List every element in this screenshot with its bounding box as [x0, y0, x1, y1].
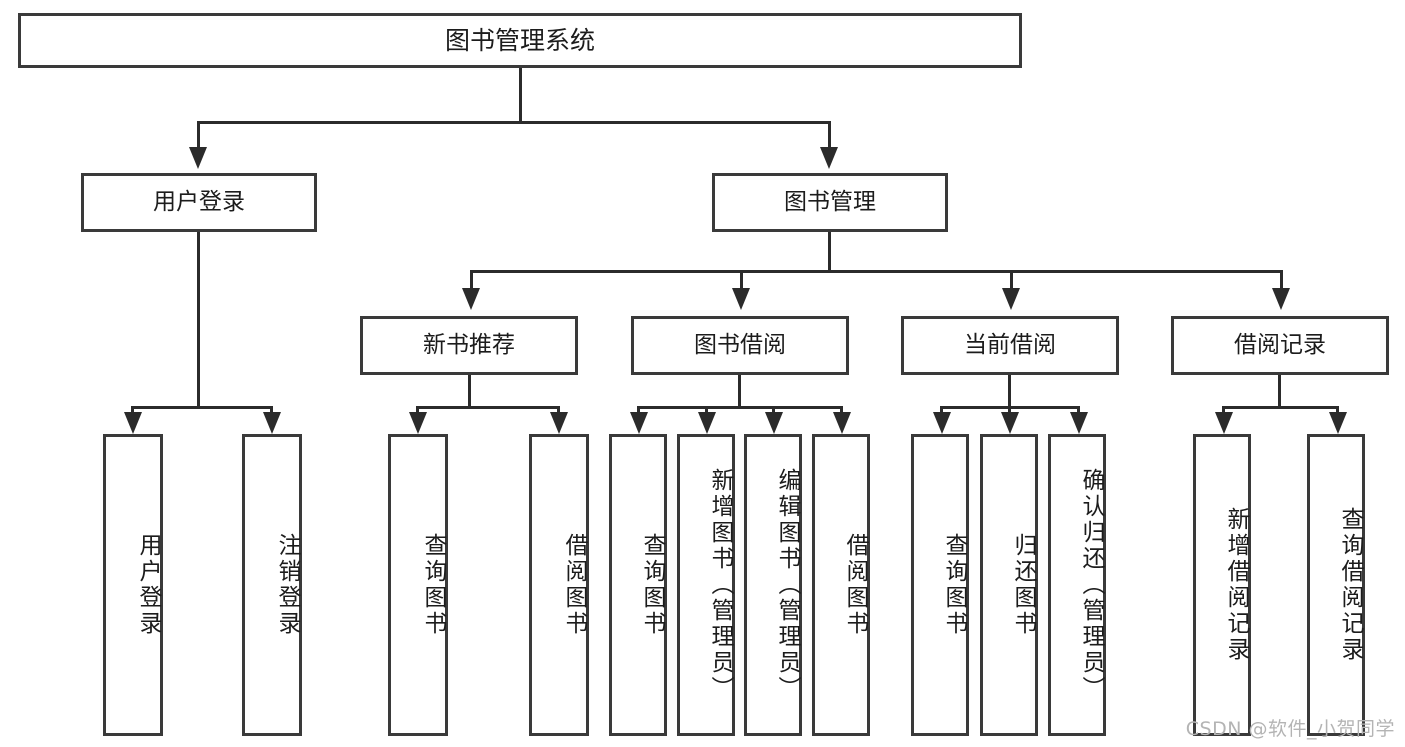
connector-book-borrow-branch-4 — [840, 406, 843, 416]
arrowhead-icon-current-borrow — [1002, 288, 1020, 310]
node-book-borrow[interactable]: 图书借阅 — [631, 316, 849, 375]
leaf-current-borrow-confirm-return-admin[interactable]: 确认归还（管理员） — [1048, 434, 1106, 736]
connector-user-login-branch-1 — [131, 406, 134, 416]
connector-book-borrow-bus — [637, 406, 843, 409]
node-label: 注销登录 — [274, 533, 300, 637]
leaf-new-book-recommend-borrow-book[interactable]: 借阅图书 — [529, 434, 589, 736]
csdn-watermark: CSDN @软件_小贺同学 — [1185, 718, 1395, 740]
node-label: 借阅图书 — [561, 533, 587, 637]
connector-current-borrow-stem — [1008, 375, 1011, 406]
connector-to-current-borrow — [1010, 270, 1013, 290]
arrowhead-icon-borrow-record — [1272, 288, 1290, 310]
connector-current-borrow-branch-3 — [1077, 406, 1080, 416]
node-label: 图书管理系统 — [444, 25, 595, 55]
connector-current-borrow-branch-1 — [940, 406, 943, 416]
node-label: 用户登录 — [135, 533, 161, 637]
leaf-book-borrow-query-book[interactable]: 查询图书 — [609, 434, 667, 736]
connector-user-login-bus — [131, 406, 273, 409]
node-root-book-management-system[interactable]: 图书管理系统 — [18, 13, 1022, 68]
leaf-new-book-recommend-query-book[interactable]: 查询图书 — [388, 434, 448, 736]
arrowhead-icon-user-login-leaf-2 — [263, 412, 281, 434]
connector-new-book-recommend-stem — [468, 375, 471, 406]
leaf-user-login-login[interactable]: 用户登录 — [103, 434, 163, 736]
node-label: 查询借阅记录 — [1337, 507, 1363, 663]
connector-book-borrow-stem — [738, 375, 741, 406]
leaf-book-borrow-edit-book-admin[interactable]: 编辑图书（管理员） — [744, 434, 802, 736]
arrowhead-icon-book-borrow-leaf-1 — [630, 412, 648, 434]
arrowhead-icon-new-book-recommend — [462, 288, 480, 310]
connector-root-to-user-login — [197, 121, 200, 149]
leaf-borrow-record-add-record[interactable]: 新增借阅记录 — [1193, 434, 1251, 736]
connector-book-borrow-branch-1 — [637, 406, 640, 416]
node-label: 编辑图书（管理员） — [774, 468, 800, 702]
node-current-borrow[interactable]: 当前借阅 — [901, 316, 1119, 375]
node-label: 图书管理 — [784, 188, 876, 215]
node-user-login[interactable]: 用户登录 — [81, 173, 317, 232]
arrowhead-icon-current-borrow-leaf-1 — [933, 412, 951, 434]
connector-root-to-book-management — [828, 121, 831, 149]
node-label: 图书借阅 — [694, 331, 786, 358]
connector-borrow-record-branch-2 — [1336, 406, 1339, 416]
node-label: 当前借阅 — [964, 331, 1056, 358]
arrowhead-icon-book-borrow-leaf-2 — [698, 412, 716, 434]
arrowhead-icon-book-borrow-leaf-4 — [833, 412, 851, 434]
connector-new-book-recommend-branch-2 — [557, 406, 560, 416]
node-borrow-record[interactable]: 借阅记录 — [1171, 316, 1389, 375]
arrowhead-icon-current-borrow-leaf-3 — [1070, 412, 1088, 434]
connector-book-borrow-branch-2 — [705, 406, 708, 416]
connector-root-bus — [197, 121, 831, 124]
arrowhead-icon-book-borrow-leaf-3 — [765, 412, 783, 434]
arrowhead-icon-current-borrow-leaf-2 — [1001, 412, 1019, 434]
arrowhead-icon-borrow-record-leaf-2 — [1329, 412, 1347, 434]
connector-root-stem — [519, 68, 522, 121]
connector-to-new-book-recommend — [470, 270, 473, 290]
node-label: 借阅图书 — [842, 533, 868, 637]
connector-book-management-stem — [828, 232, 831, 270]
connector-level3-bus — [470, 270, 1283, 273]
connector-to-book-borrow — [740, 270, 743, 290]
connector-current-borrow-branch-2 — [1008, 406, 1011, 416]
node-label: 查询图书 — [941, 533, 967, 637]
connector-new-book-recommend-bus — [416, 406, 560, 409]
node-label: 查询图书 — [639, 533, 665, 637]
leaf-book-borrow-add-book-admin[interactable]: 新增图书（管理员） — [677, 434, 735, 736]
node-label: 借阅记录 — [1234, 331, 1326, 358]
connector-borrow-record-branch-1 — [1222, 406, 1225, 416]
arrowhead-icon-borrow-record-leaf-1 — [1215, 412, 1233, 434]
leaf-borrow-record-query-record[interactable]: 查询借阅记录 — [1307, 434, 1365, 736]
node-book-management[interactable]: 图书管理 — [712, 173, 948, 232]
connector-borrow-record-stem — [1278, 375, 1281, 406]
connector-new-book-recommend-branch-1 — [416, 406, 419, 416]
arrowhead-icon-user-login-leaf-1 — [124, 412, 142, 434]
connector-user-login-stem — [197, 232, 200, 406]
node-label: 新增借阅记录 — [1223, 507, 1249, 663]
node-label: 查询图书 — [420, 533, 446, 637]
node-label: 归还图书 — [1010, 533, 1036, 637]
leaf-current-borrow-return-book[interactable]: 归还图书 — [980, 434, 1038, 736]
node-label: 确认归还（管理员） — [1078, 468, 1104, 702]
node-label: 用户登录 — [153, 188, 245, 215]
arrowhead-icon-book-borrow — [732, 288, 750, 310]
arrowhead-icon-new-book-recommend-leaf-1 — [409, 412, 427, 434]
node-label: 新书推荐 — [423, 331, 515, 358]
connector-borrow-record-bus — [1222, 406, 1339, 409]
arrowhead-icon-new-book-recommend-leaf-2 — [550, 412, 568, 434]
leaf-book-borrow-borrow-book[interactable]: 借阅图书 — [812, 434, 870, 736]
node-label: 新增图书（管理员） — [707, 468, 733, 702]
arrowhead-icon-root-to-user-login — [189, 147, 207, 169]
leaf-current-borrow-query-book[interactable]: 查询图书 — [911, 434, 969, 736]
connector-to-borrow-record — [1280, 270, 1283, 290]
node-new-book-recommend[interactable]: 新书推荐 — [360, 316, 578, 375]
arrowhead-icon-root-to-book-management — [820, 147, 838, 169]
leaf-user-login-logout[interactable]: 注销登录 — [242, 434, 302, 736]
connector-user-login-branch-2 — [270, 406, 273, 416]
connector-book-borrow-branch-3 — [772, 406, 775, 416]
